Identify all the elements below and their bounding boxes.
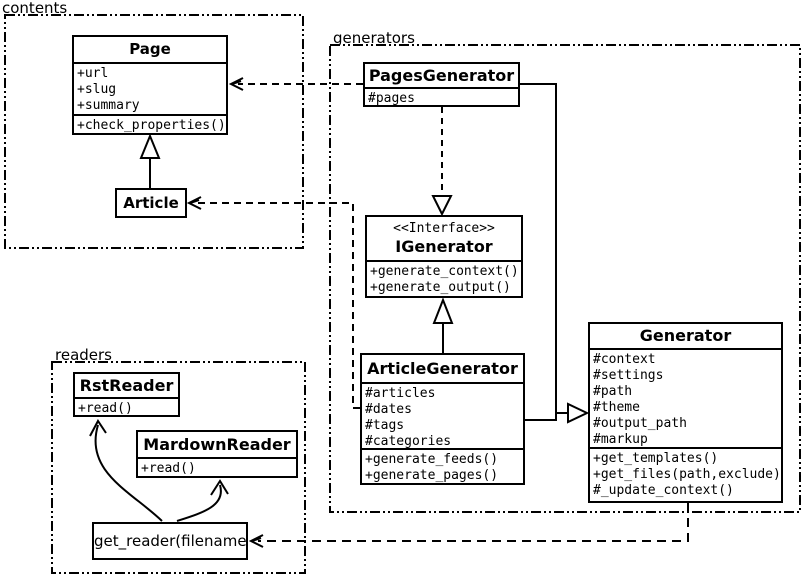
realization-pagesgenerator-to-igenerator-triangle bbox=[431, 195, 453, 217]
attribute: #output_path bbox=[593, 416, 687, 431]
class-name-page: Page bbox=[129, 40, 171, 58]
class-attributes-pagesgenerator: #pages bbox=[365, 87, 518, 105]
method: +read() bbox=[141, 461, 196, 476]
class-box-article: Article bbox=[115, 188, 187, 218]
class-name-article: Article bbox=[123, 194, 179, 212]
method: +generate_output() bbox=[370, 280, 511, 295]
attribute: #pages bbox=[368, 91, 415, 105]
class-box-mardownreader: MardownReader +read() bbox=[136, 430, 298, 478]
class-attributes-page: +url +slug +summary bbox=[74, 62, 226, 114]
class-methods-articlegenerator: +generate_feeds() +generate_pages() bbox=[362, 448, 523, 483]
attribute: +url bbox=[77, 66, 109, 81]
class-methods-generator: +get_templates() +get_files(path,exclude… bbox=[590, 447, 781, 501]
package-label-contents: contents bbox=[2, 0, 68, 17]
package-border-contents bbox=[4, 14, 304, 249]
method: +check_properties() bbox=[77, 118, 226, 133]
class-methods-rstreader: +read() bbox=[75, 397, 178, 415]
method: #_update_context() bbox=[593, 483, 734, 498]
stereotype-interface: <<Interface>> bbox=[393, 221, 495, 236]
method: +generate_pages() bbox=[365, 468, 499, 483]
method: +read() bbox=[78, 401, 133, 415]
method: +generate_feeds() bbox=[365, 452, 499, 467]
attribute: #path bbox=[593, 384, 633, 399]
class-box-page: Page +url +slug +summary +check_properti… bbox=[72, 35, 228, 135]
method: +get_templates() bbox=[593, 451, 719, 466]
dependency-generator-to-getreader-arrowhead bbox=[248, 534, 264, 548]
class-name-articlegenerator: ArticleGenerator bbox=[367, 359, 518, 378]
association-getreader-to-mardownreader-curve bbox=[176, 484, 222, 522]
class-name-mardownreader: MardownReader bbox=[143, 435, 291, 454]
dependency-pagesgenerator-to-page-arrowhead bbox=[228, 77, 244, 91]
class-attributes-articlegenerator: #articles #dates #tags #categories bbox=[362, 382, 523, 448]
function-box-getreader: get_reader(filename) bbox=[92, 522, 248, 560]
class-box-igenerator: <<Interface>> IGenerator +generate_conte… bbox=[365, 215, 523, 298]
class-name-generator: Generator bbox=[639, 326, 732, 345]
package-border-readers bbox=[51, 361, 306, 574]
generalization-to-generator-triangle bbox=[567, 402, 590, 424]
attribute: +slug bbox=[77, 82, 117, 97]
package-border-generators bbox=[329, 44, 801, 513]
class-methods-page: +check_properties() bbox=[74, 114, 226, 133]
attribute: #articles bbox=[365, 386, 436, 401]
class-box-generator: Generator #context #settings #path #them… bbox=[588, 322, 783, 503]
method: +get_files(path,exclude) bbox=[593, 467, 781, 482]
method: +generate_context() bbox=[370, 264, 519, 279]
package-label-readers: readers bbox=[55, 346, 112, 364]
attribute: #settings bbox=[593, 368, 664, 383]
dependency-generator-to-getreader-line bbox=[258, 503, 689, 542]
dependency-articlegenerator-to-article-line bbox=[196, 202, 360, 409]
function-name-getreader: get_reader(filename) bbox=[94, 532, 246, 550]
attribute: #categories bbox=[365, 434, 452, 448]
class-attributes-generator: #context #settings #path #theme #output_… bbox=[590, 348, 781, 447]
generalization-article-to-page-triangle bbox=[139, 133, 161, 159]
class-box-articlegenerator: ArticleGenerator #articles #dates #tags … bbox=[360, 353, 525, 485]
class-name-pagesgenerator: PagesGenerator bbox=[368, 66, 515, 85]
attribute: #tags bbox=[365, 418, 405, 433]
class-name-igenerator: IGenerator bbox=[395, 237, 493, 256]
generalization-articlegenerator-to-generator-line bbox=[525, 413, 557, 421]
association-getreader-to-mardownreader-arrowhead bbox=[210, 479, 229, 496]
class-methods-igenerator: +generate_context() +generate_output() bbox=[367, 260, 521, 296]
class-methods-mardownreader: +read() bbox=[138, 457, 296, 476]
dependency-articlegenerator-to-article-arrowhead bbox=[186, 196, 202, 210]
class-box-rstreader: RstReader +read() bbox=[73, 372, 180, 417]
attribute: #context bbox=[593, 352, 656, 367]
class-name-rstreader: RstReader bbox=[79, 376, 174, 395]
attribute: #markup bbox=[593, 432, 648, 447]
attribute: #dates bbox=[365, 402, 412, 417]
generalization-pagesgenerator-to-generator-line bbox=[520, 83, 568, 414]
class-box-pagesgenerator: PagesGenerator #pages bbox=[363, 62, 520, 107]
attribute: +summary bbox=[77, 98, 140, 113]
package-label-generators: generators bbox=[333, 29, 415, 47]
association-getreader-to-rstreader-curve bbox=[94, 424, 163, 522]
generalization-articlegenerator-to-igenerator-triangle bbox=[432, 297, 454, 324]
attribute: #theme bbox=[593, 400, 640, 415]
association-getreader-to-rstreader-arrowhead bbox=[89, 419, 107, 437]
class-header-igenerator: <<Interface>> IGenerator bbox=[367, 217, 521, 260]
